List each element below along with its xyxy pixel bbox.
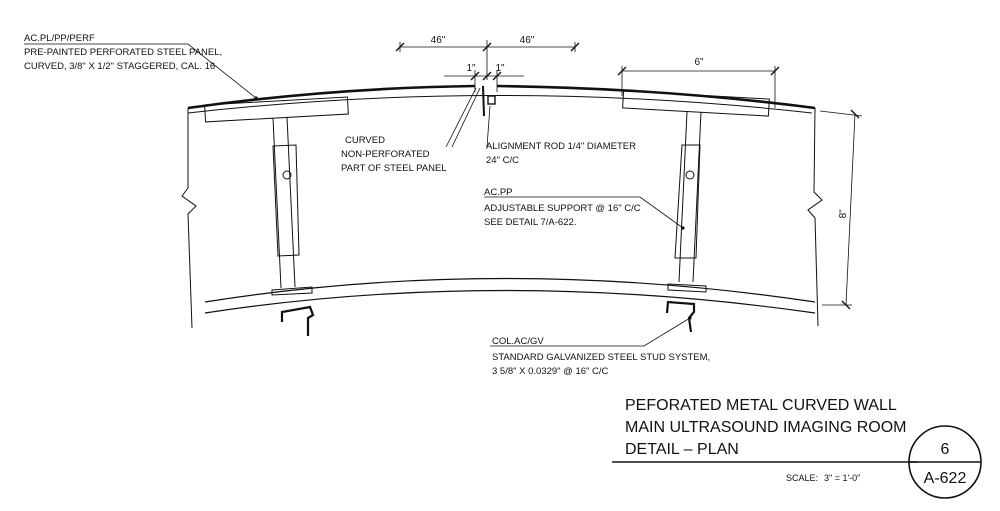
title-block: PEFORATED METAL CURVED WALL MAIN ULTRASO… <box>612 397 982 499</box>
scale-label: SCALE: <box>786 473 818 483</box>
dim-right-span: 46" <box>520 35 535 46</box>
callout-stud-line-1: STANDARD GALVANIZED STEEL STUD SYSTEM, <box>492 352 710 363</box>
stud-right <box>665 300 696 333</box>
callout-rod-line-2: 24" C/C <box>486 155 519 166</box>
wall-line-upper <box>204 277 816 303</box>
wall-line-lower <box>204 289 816 314</box>
dim-gap-right: 1" <box>495 63 505 74</box>
dimension-lines <box>395 40 863 310</box>
callout-support-tag: AC.PP <box>484 187 513 198</box>
break-line-left <box>181 108 197 329</box>
callout-curved-line-1: CURVED <box>345 135 385 146</box>
perforated-panel-right <box>496 84 816 110</box>
callout-support-line-1: ADJUSTABLE SUPPORT @ 16" C/C <box>484 203 641 214</box>
title-line-1: PEFORATED METAL CURVED WALL <box>625 397 897 414</box>
dim-plate-width: 6" <box>694 57 704 68</box>
alignment-rod <box>487 95 496 105</box>
callout-curved-line-2: NON-PERFORATED <box>341 149 430 160</box>
callout-stud-tag: COL.AC/GV <box>492 336 544 347</box>
dim-gap-left: 1" <box>466 63 476 74</box>
callout-panel-tag: AC.PL/PP/PERF <box>24 33 95 44</box>
perforated-panel-left <box>187 84 476 110</box>
adjustable-support-right <box>667 111 707 293</box>
dim-depth: 8" <box>838 209 849 219</box>
title-line-2: MAIN ULTRASOUND IMAGING ROOM <box>625 419 907 436</box>
callout-panel-line-1: PRE-PAINTED PERFORATED STEEL PANEL, <box>24 47 222 58</box>
adjustable-support-left <box>271 116 313 296</box>
callout-curved-line-3: PART OF STEEL PANEL <box>341 163 447 174</box>
dim-left-span: 46" <box>431 35 446 46</box>
scale-value: 3" = 1'-0" <box>824 473 860 483</box>
callout-rod-line-1: ALIGNMENT ROD 1/4" DIAMETER <box>486 141 636 152</box>
support-plate-left <box>204 96 349 123</box>
break-line-right <box>807 107 823 327</box>
detail-number: 6 <box>941 441 950 458</box>
support-plate-right <box>622 90 770 117</box>
leader-lines <box>24 43 692 347</box>
callout-panel-line-2: CURVED, 3/8" X 1/2" STAGGERED, CAL. 16 <box>24 61 215 72</box>
stud-left <box>280 305 315 336</box>
callout-support-line-2: SEE DETAIL 7/A-622. <box>484 217 576 228</box>
curved-wall-assembly <box>181 84 823 336</box>
title-line-3: DETAIL – PLAN <box>625 441 739 458</box>
panel-inner-line <box>187 95 813 114</box>
sheet-number: A-622 <box>924 470 967 487</box>
callout-stud-line-2: 3 5/8" X 0.0329" @ 16" C/C <box>492 366 609 377</box>
